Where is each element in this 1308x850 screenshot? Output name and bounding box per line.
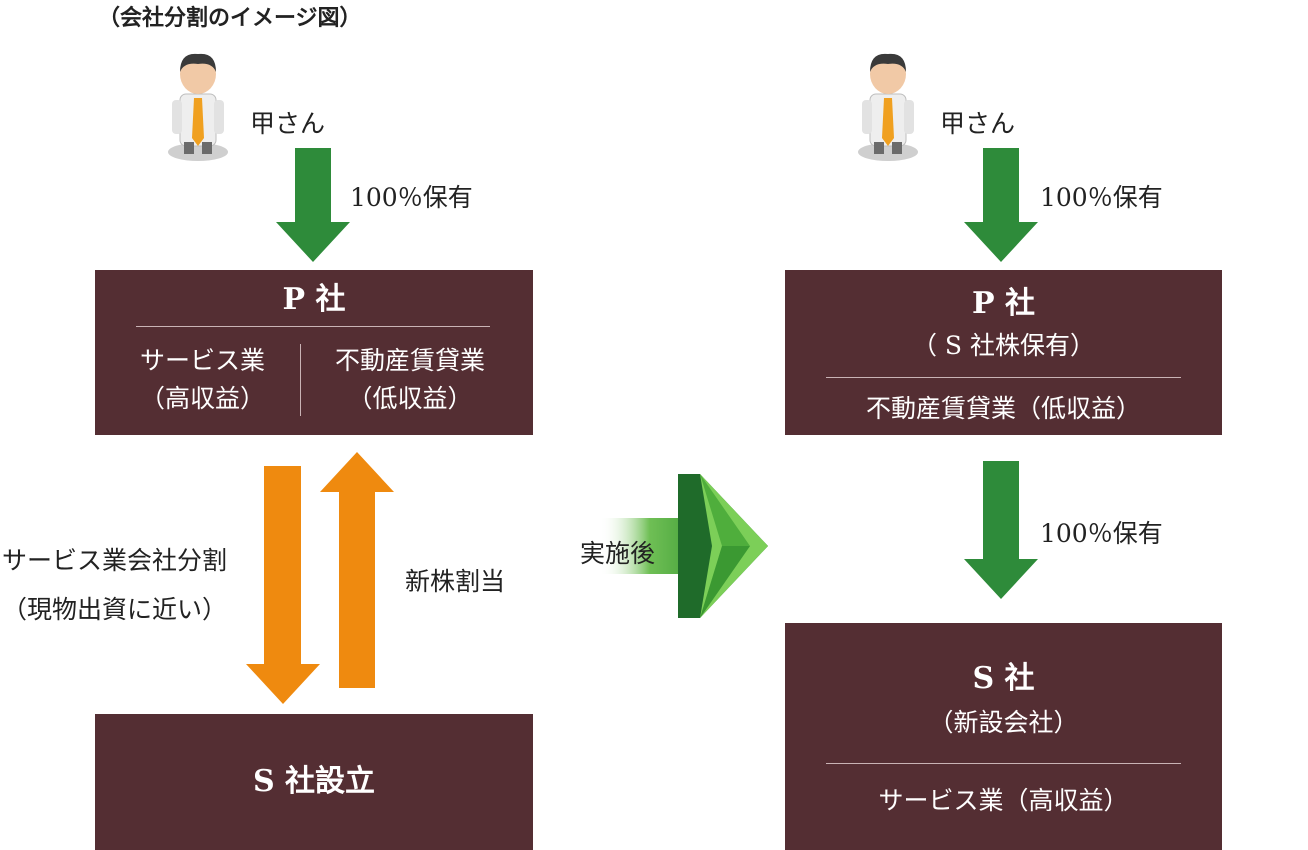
business-left-name: サービス業 — [139, 346, 265, 375]
person-label: 甲さん — [250, 109, 326, 138]
s-company-business: サービス業（高収益） — [878, 786, 1129, 815]
business-right-name: 不動産賃貸業 — [334, 346, 485, 375]
p-company-business: 不動産賃貸業（低収益） — [865, 394, 1141, 423]
p-company-box: P 社 サービス業 （高収益） 不動産賃貸業 （低収益） — [95, 270, 533, 435]
s-company-title: S 社 — [972, 661, 1035, 696]
diagram-title: （会社分割のイメージ図） — [98, 5, 362, 31]
s-company-title: S 社設立 — [252, 764, 376, 799]
down-arrow-icon — [276, 148, 350, 262]
person-icon — [168, 53, 228, 161]
divider — [826, 377, 1181, 378]
ownership-label: 100％保有 — [1040, 183, 1163, 212]
s-company-subtitle: （新設会社） — [928, 708, 1079, 737]
split-note: （現物出資に近い） — [2, 595, 228, 624]
p-company-title: P 社 — [282, 282, 346, 317]
business-right-note: （低収益） — [347, 384, 473, 413]
s-company-box: S 社設立 — [95, 714, 533, 850]
ownership-label: 100％保有 — [350, 183, 473, 212]
divider — [826, 763, 1181, 764]
ownership-label: 100％保有 — [1040, 519, 1163, 548]
divider — [300, 344, 301, 416]
divider — [136, 326, 490, 327]
p-company-box: P 社 （ S 社株保有） 不動産賃貸業（低収益） — [785, 270, 1222, 435]
business-left-note: （高収益） — [139, 384, 265, 413]
p-company-subtitle: （ S 社株保有） — [911, 331, 1096, 360]
down-arrow-icon — [964, 148, 1038, 262]
split-label: サービス業会社分割 — [2, 546, 228, 575]
down-arrow-icon — [246, 466, 320, 704]
p-company-title: P 社 — [971, 286, 1035, 321]
person-label: 甲さん — [940, 109, 1016, 138]
right-chevron-arrow-icon — [600, 474, 768, 618]
person-icon — [858, 53, 918, 161]
share-allotment-label: 新株割当 — [405, 567, 506, 596]
down-arrow-icon — [964, 461, 1038, 599]
s-company-box: S 社 （新設会社） サービス業（高収益） — [785, 623, 1222, 850]
up-arrow-icon — [320, 452, 394, 688]
transition-label: 実施後 — [580, 539, 656, 568]
